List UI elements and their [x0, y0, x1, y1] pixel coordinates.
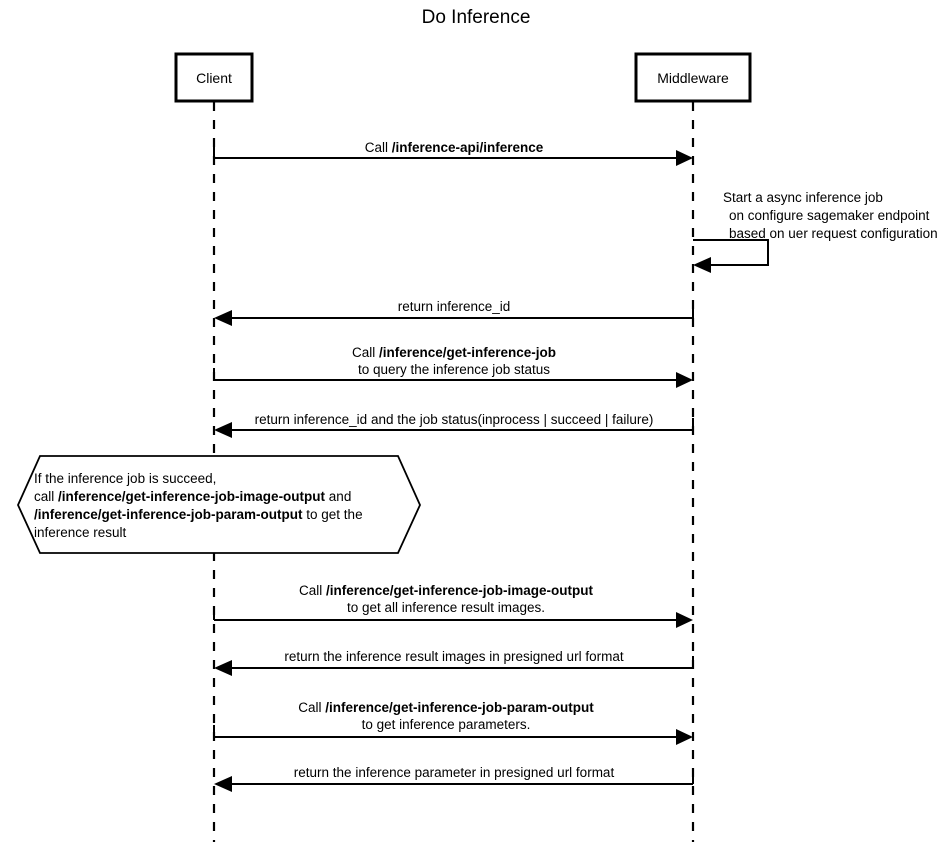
- arrow-head-right-icon: [676, 729, 693, 745]
- message-return-inference-id[interactable]: return inference_id: [214, 299, 694, 326]
- note-line-4: inference result: [34, 525, 127, 540]
- message-label-line-1: Call /inference/get-inference-job-image-…: [299, 583, 594, 598]
- arrow-head-left-icon: [214, 310, 232, 326]
- message-label-line-2: to query the inference job status: [358, 362, 550, 377]
- note-line-3: /inference/get-inference-job-param-outpu…: [34, 507, 363, 522]
- actor-client-label: Client: [196, 70, 232, 86]
- arrow-head-left-icon: [214, 422, 232, 438]
- message-return-param-output[interactable]: return the inference parameter in presig…: [214, 765, 694, 792]
- arrow-head-right-icon: [676, 372, 693, 388]
- arrow-head-right-icon: [676, 612, 693, 628]
- self-message-label-line-1: Start a async inference job: [723, 190, 883, 205]
- note-line-1: If the inference job is succeed,: [34, 471, 216, 486]
- message-return-image-output[interactable]: return the inference result images in pr…: [214, 649, 694, 676]
- actor-middleware-box: [634, 52, 752, 103]
- message-label: return inference_id: [398, 299, 511, 314]
- diagram-title: Do Inference: [422, 7, 531, 28]
- message-return-job-status[interactable]: return inference_id and the job status(i…: [214, 412, 694, 438]
- self-message-loop-line: [693, 239, 769, 266]
- message-label: Call /inference-api/inference: [365, 140, 544, 155]
- arrow-head-left-icon: [214, 660, 232, 676]
- message-label-line-1: Call /inference/get-inference-job-param-…: [298, 700, 594, 715]
- self-message-label-line-2: on configure sagemaker endpoint: [729, 208, 930, 223]
- actor-middleware[interactable]: Middleware: [634, 52, 752, 103]
- message-call-image-output[interactable]: Call /inference/get-inference-job-image-…: [213, 583, 693, 628]
- arrow-head-left-icon: [693, 257, 711, 273]
- actor-client[interactable]: Client: [174, 52, 254, 103]
- message-call-param-output[interactable]: Call /inference/get-inference-job-param-…: [213, 700, 693, 745]
- actor-middleware-label: Middleware: [657, 70, 729, 86]
- message-label: return inference_id and the job status(i…: [255, 412, 654, 427]
- note-line-2: call /inference/get-inference-job-image-…: [34, 489, 351, 504]
- self-message-label-line-3: based on uer request configuration: [729, 226, 938, 241]
- message-label: return the inference parameter in presig…: [294, 765, 615, 780]
- message-label-line-2: to get all inference result images.: [347, 600, 545, 615]
- message-call-get-inference-job[interactable]: Call /inference/get-inference-job to que…: [213, 345, 693, 388]
- note-hexagon-shape: [17, 455, 421, 554]
- arrow-head-right-icon: [676, 150, 693, 166]
- actor-client-box: [174, 52, 254, 103]
- message-call-inference-api[interactable]: Call /inference-api/inference: [213, 140, 693, 166]
- message-label-line-1: Call /inference/get-inference-job: [352, 345, 556, 360]
- message-label: return the inference result images in pr…: [284, 649, 623, 664]
- note-if-succeed: If the inference job is succeed, call /i…: [17, 455, 421, 554]
- arrow-head-left-icon: [214, 776, 232, 792]
- self-message-start-async-job[interactable]: Start a async inference job on configure…: [693, 190, 938, 273]
- message-label-line-2: to get inference parameters.: [362, 717, 531, 732]
